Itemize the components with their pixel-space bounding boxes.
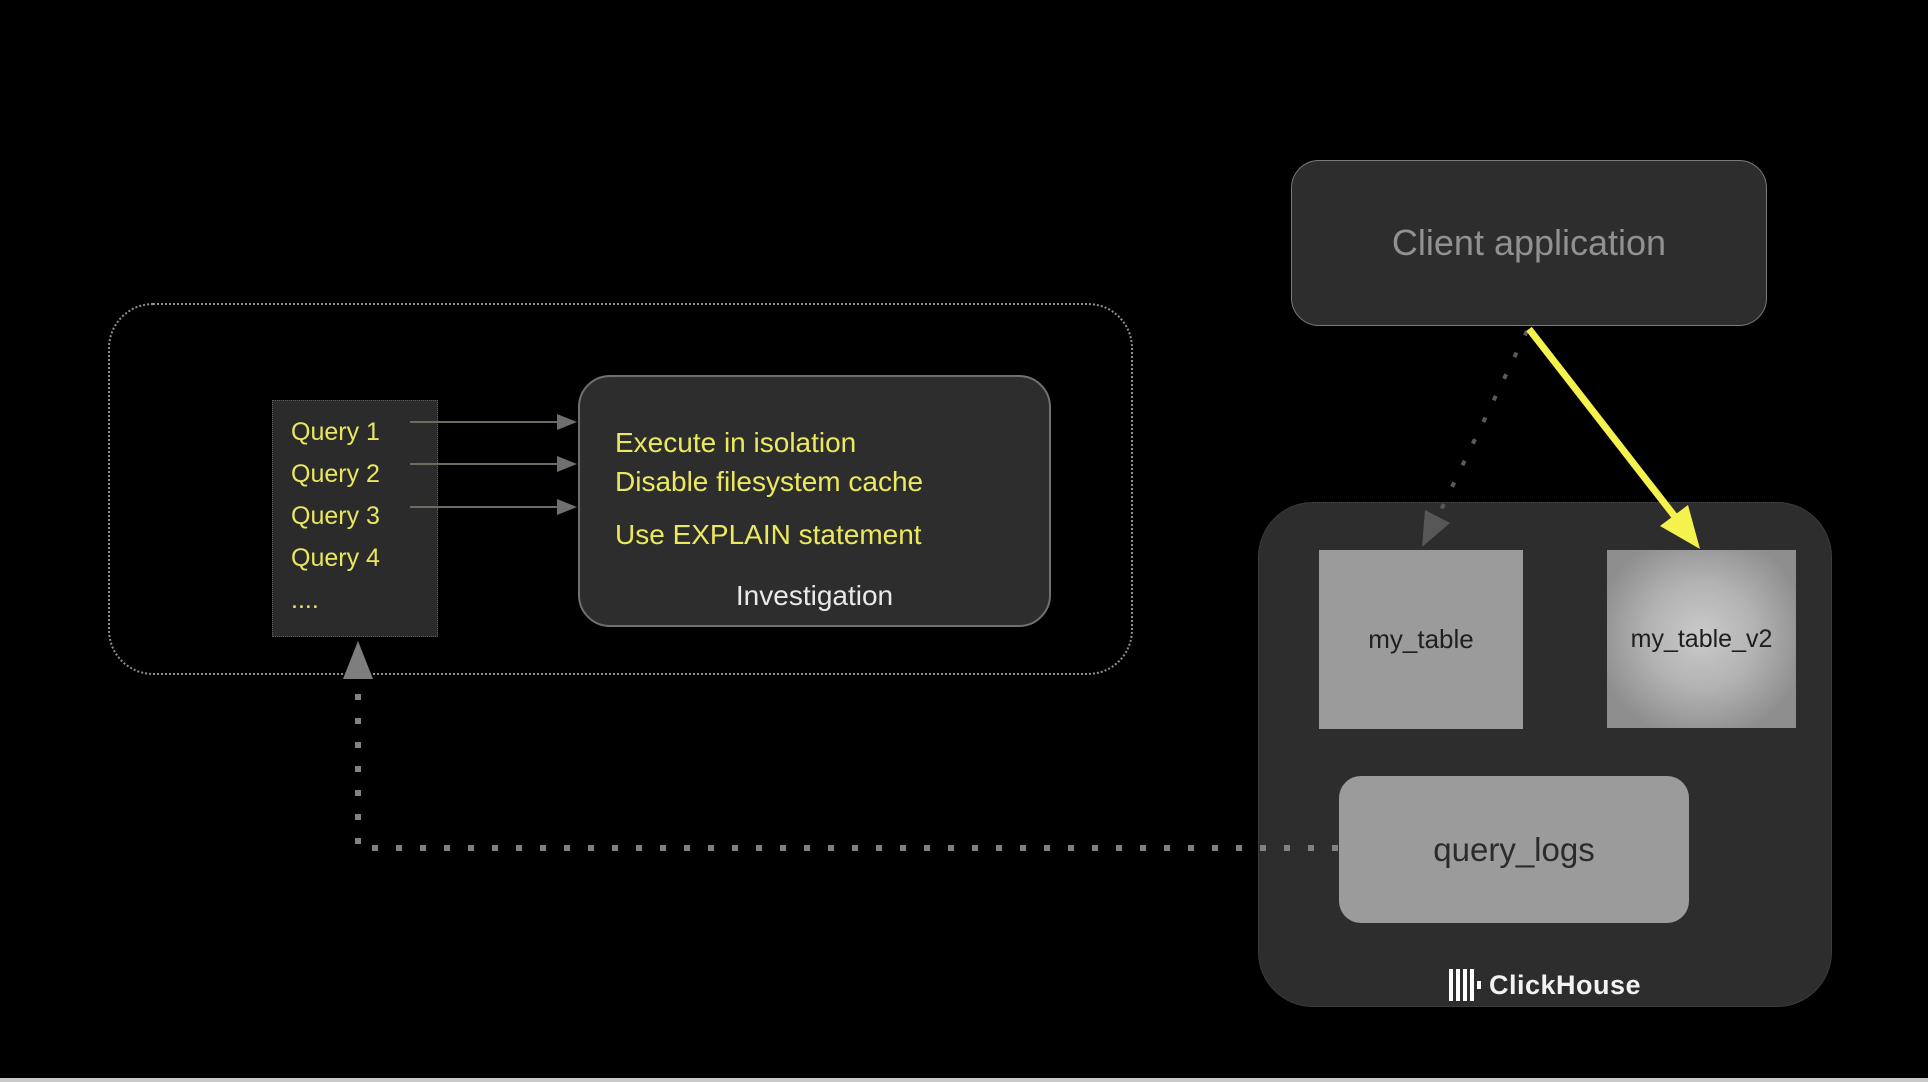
clickhouse-brand: ClickHouse — [1259, 967, 1831, 1003]
my-table-v2-box: my_table_v2 — [1607, 550, 1796, 728]
investigation-tip: Disable filesystem cache — [615, 466, 924, 497]
my-table-label: my_table — [1368, 624, 1474, 654]
query-item-ellipsis: .... — [291, 586, 319, 614]
investigation-tip: Use EXPLAIN statement — [615, 519, 922, 550]
investigation-region-outline — [108, 303, 1133, 675]
investigation-tip: Execute in isolation — [615, 427, 857, 458]
query-item: Query 2 — [291, 460, 380, 488]
clickhouse-logo-icon — [1448, 969, 1481, 1001]
query-logs-box: query_logs — [1339, 776, 1689, 923]
bottom-edge-strip — [0, 1078, 1928, 1082]
query-item: Query 3 — [291, 502, 380, 530]
query-item: Query 4 — [291, 544, 380, 572]
query-item: Query 1 — [291, 418, 380, 446]
my-table-box: my_table — [1319, 550, 1523, 729]
investigation-panel: Execute in isolation Disable filesystem … — [578, 375, 1051, 627]
my-table-v2-label: my_table_v2 — [1630, 624, 1773, 653]
investigation-title: Investigation — [735, 580, 894, 611]
client-application-label: Client application — [1391, 222, 1667, 263]
clickhouse-container: my_table my_table_v2 query_logs ClickHou… — [1258, 502, 1832, 1007]
client-application-box: Client application — [1291, 160, 1767, 326]
query-list-panel: Query 1 Query 2 Query 3 Query 4 .... — [272, 400, 438, 637]
query-logs-label: query_logs — [1433, 830, 1595, 868]
clickhouse-brand-text: ClickHouse — [1488, 969, 1642, 1000]
